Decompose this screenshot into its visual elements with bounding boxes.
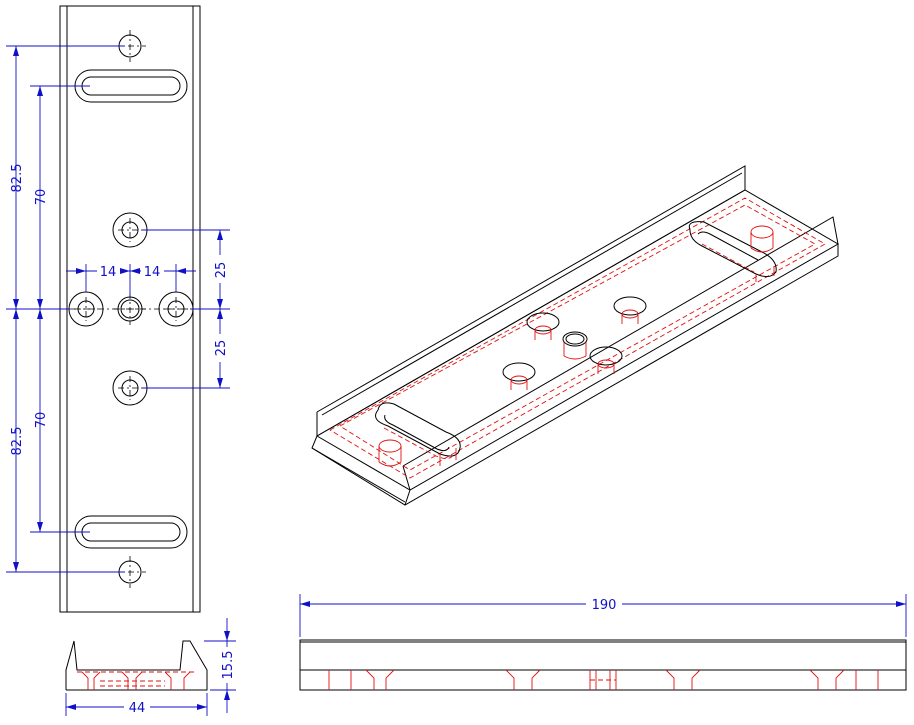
dim-190: 190	[299, 594, 907, 637]
top-slot	[74, 69, 188, 103]
side-view: 190	[299, 594, 907, 691]
iso-left-slot	[375, 402, 461, 466]
dim-14-left-text: 14	[100, 265, 117, 280]
dim-14-14: 14 14	[66, 262, 196, 297]
top-view: 82.5 70 82.5 70	[6, 5, 230, 613]
dim-190-text: 190	[592, 598, 617, 613]
dim-82-5-upper: 82.5	[6, 45, 125, 310]
iso-front-flange	[402, 216, 839, 467]
iso-center-hole	[562, 331, 588, 360]
iso-countersunk-hole-2	[613, 296, 647, 324]
dim-82-5-lower-text: 82.5	[10, 427, 25, 456]
bottom-slot	[74, 515, 188, 549]
iso-left-small-hole	[378, 439, 402, 467]
dim-70-lower-text: 70	[34, 412, 49, 429]
dim-25-upper-text: 25	[214, 262, 229, 279]
dim-15-5-text: 15.5	[221, 651, 236, 680]
dim-70-lower: 70	[30, 309, 90, 533]
iso-countersunk-hole-1	[526, 312, 560, 340]
dim-25-lower-text: 25	[214, 340, 229, 357]
dim-70-upper: 70	[30, 85, 90, 309]
dim-25-25: 25 25	[142, 229, 230, 389]
side-view-outline	[299, 639, 907, 691]
upper-countersunk-hole	[112, 212, 148, 248]
end-view: 44 15.5	[65, 618, 236, 716]
isometric-view	[311, 165, 839, 506]
side-view-hidden-features	[328, 669, 879, 690]
dim-15-5: 15.5	[204, 618, 236, 713]
dim-44: 44	[65, 693, 208, 716]
iso-back-flange	[316, 165, 746, 437]
dim-70-upper-text: 70	[34, 189, 49, 206]
iso-right-slot	[688, 221, 777, 282]
end-view-profile	[65, 640, 208, 691]
iso-right-small-hole	[750, 225, 774, 253]
dim-82-5-lower: 82.5	[6, 309, 125, 573]
dim-14-right-text: 14	[144, 265, 161, 280]
dim-82-5-upper-text: 82.5	[10, 164, 25, 193]
iso-countersunk-hole-4	[589, 346, 623, 374]
end-view-hidden-features	[77, 671, 195, 690]
dim-44-text: 44	[129, 701, 146, 716]
iso-countersunk-hole-3	[502, 362, 536, 390]
lower-countersunk-hole	[112, 370, 148, 406]
iso-base-top	[316, 189, 839, 491]
